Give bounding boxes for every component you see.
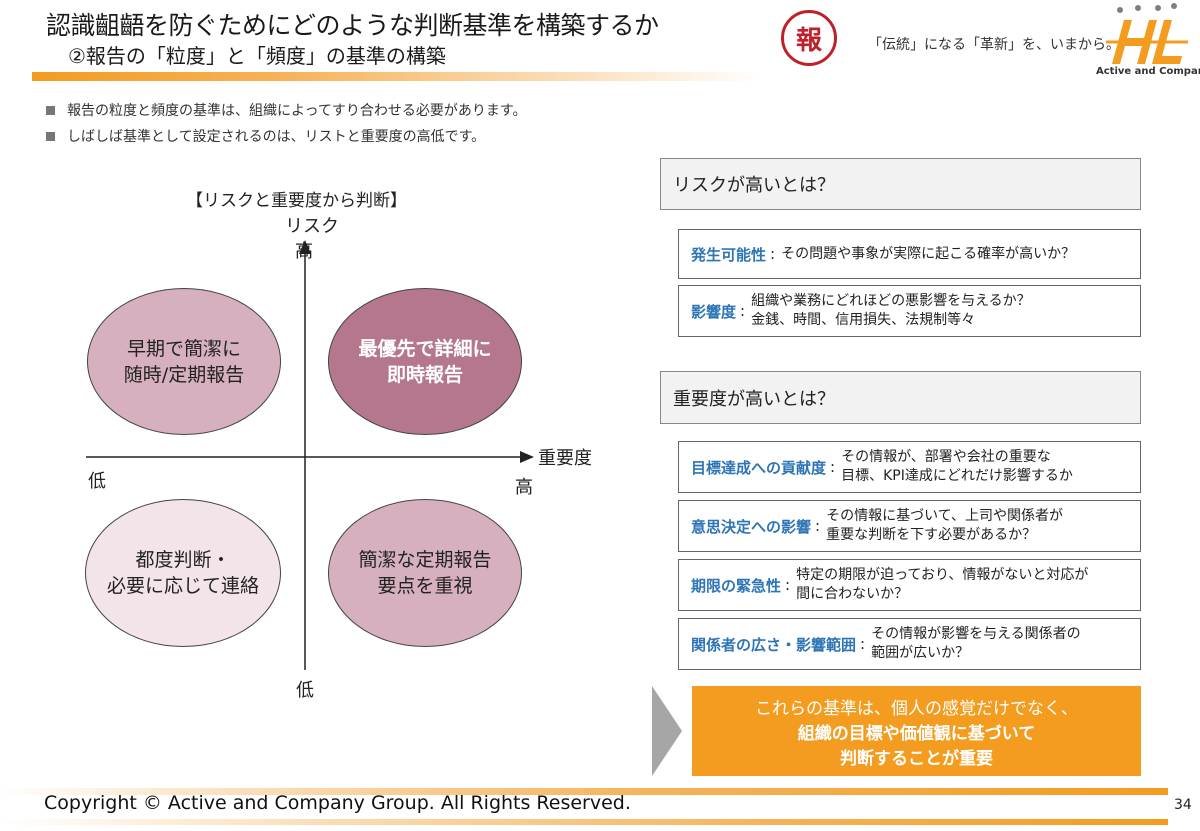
footer-divider-bottom [0, 819, 1168, 825]
risk-heading: リスクが高いとは？ [660, 158, 1141, 210]
y-axis-label: リスク [285, 216, 339, 237]
term-label: 発生可能性 [691, 245, 767, 264]
x-axis-low: 低 [88, 471, 106, 492]
term-label: 意思決定への影響 [691, 517, 812, 536]
arrow-up-icon [299, 240, 311, 254]
bullet-square-icon [46, 131, 55, 141]
header-divider [32, 72, 762, 81]
term-desc: その情報が、部署や会社の重要な目標、KPI達成にどれだけ影響するか [841, 449, 1073, 484]
copyright-text: Copyright © Active and Company Group. Al… [44, 792, 631, 814]
y-axis-low: 低 [296, 680, 314, 701]
importance-heading: 重要度が高いとは？ [660, 371, 1141, 424]
logo-text: Active and Company [1096, 66, 1200, 77]
company-logo-icon [1106, 3, 1188, 64]
term-label: 影響度 [691, 302, 737, 321]
importance-item-goal: 目標達成への貢献度 : その情報が、部署や会社の重要な目標、KPI達成にどれだけ… [678, 441, 1141, 493]
report-badge: 報 [781, 10, 837, 66]
page-number: 34 [1174, 797, 1192, 813]
conclusion-line3: 判断することが重要 [840, 748, 993, 769]
risk-item-impact: 影響度 : 組織や業務にどれほどの悪影響を与えるか？金銭、時間、信用損失、法規制… [678, 285, 1141, 337]
quadrant-bottom-left: 都度判断・必要に応じて連絡 [85, 499, 281, 647]
matrix-axes [86, 240, 534, 670]
bullet-square-icon [46, 105, 55, 115]
company-slogan: 「伝統」になる「革新」を、いまから。 [868, 37, 1120, 53]
matrix-title: 【リスクと重要度から判断】 [186, 191, 407, 211]
conclusion-line1: これらの基準は、個人の感覚だけでなく、 [755, 698, 1078, 719]
arrow-right-icon [652, 686, 682, 776]
term-desc: 組織や業務にどれほどの悪影響を与えるか？金銭、時間、信用損失、法規制等々 [751, 293, 1031, 328]
footer-divider [0, 788, 1168, 795]
y-axis-high: 高 [295, 241, 313, 262]
term-desc: 特定の期限が迫っており、情報がないと対応が間に合わないか？ [796, 567, 1089, 602]
importance-item-decision: 意思決定への影響 : その情報に基づいて、上司や関係者が重要な判断を下す必要があ… [678, 500, 1141, 552]
bullet-text: 報告の粒度と頻度の基準は、組織によってすり合わせる必要があります。 [67, 103, 527, 119]
bullet-text: しばしば基準として設定されるのは、リストと重要度の高低です。 [67, 129, 486, 145]
page-subtitle: ②報告の「粒度」と「頻度」の基準の構築 [68, 44, 446, 68]
risk-item-probability: 発生可能性 : その問題や事象が実際に起こる確率が高いか？ [678, 229, 1141, 279]
importance-item-deadline: 期限の緊急性 : 特定の期限が迫っており、情報がないと対応が間に合わないか？ [678, 559, 1141, 611]
quadrant-top-left: 早期で簡潔に随時/定期報告 [87, 288, 281, 435]
x-axis-label: 重要度 [538, 448, 592, 469]
bullet-item: 報告の粒度と頻度の基準は、組織によってすり合わせる必要があります。 [46, 100, 526, 120]
term-desc: その情報が影響を与える関係者の範囲が広いか？ [871, 626, 1081, 661]
conclusion-line2: 組織の目標や価値観に基づいて [797, 723, 1036, 744]
term-label: 目標達成への貢献度 [691, 458, 827, 477]
term-label: 関係者の広さ・影響範囲 [691, 635, 857, 654]
arrow-right-icon [520, 451, 534, 463]
importance-item-stakeholders: 関係者の広さ・影響範囲 : その情報が影響を与える関係者の範囲が広いか？ [678, 618, 1141, 670]
x-axis-high: 高 [515, 477, 533, 498]
quadrant-bottom-right: 簡潔な定期報告要点を重視 [328, 499, 522, 647]
term-desc: その情報に基づいて、上司や関係者が重要な判断を下す必要があるか？ [826, 508, 1063, 543]
quadrant-top-right: 最優先で詳細に即時報告 [328, 288, 522, 435]
term-label: 期限の緊急性 [691, 576, 782, 595]
conclusion-box: これらの基準は、個人の感覚だけでなく、 組織の目標や価値観に基づいて 判断するこ… [692, 686, 1141, 776]
page-title: 認識齟齬を防ぐためにどのような判断基準を構築するか [46, 11, 659, 40]
term-desc: その問題や事象が実際に起こる確率が高いか？ [781, 245, 1076, 262]
bullet-item: しばしば基準として設定されるのは、リストと重要度の高低です。 [46, 126, 485, 146]
